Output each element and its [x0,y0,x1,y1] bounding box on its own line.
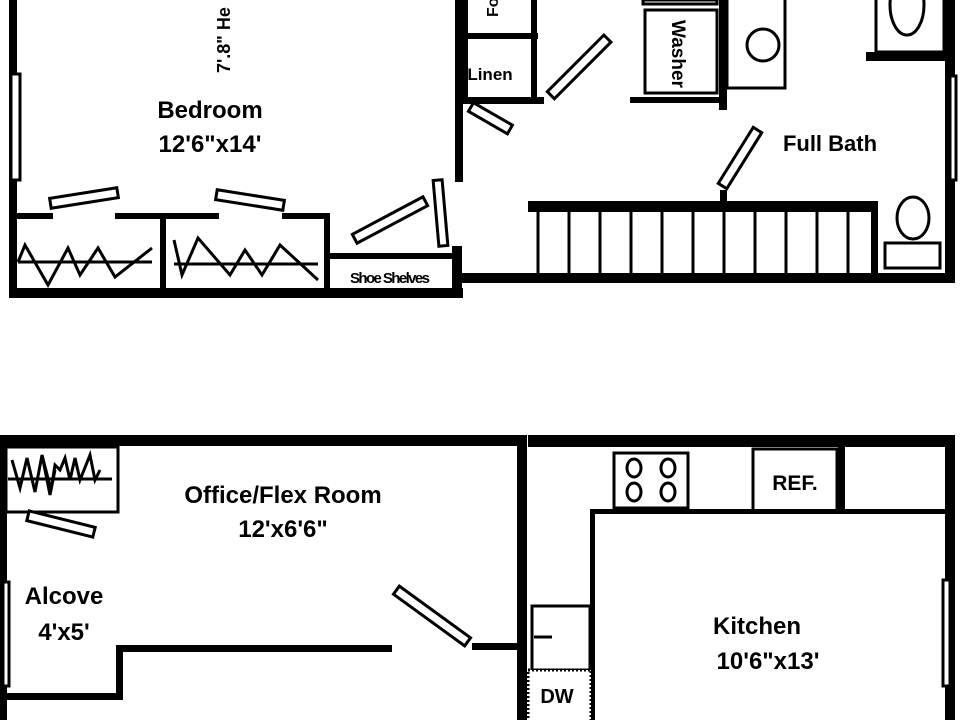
stove [612,451,690,510]
bedroom-size: 12'6"x14' [159,131,262,158]
office-window [1,580,11,688]
hanger-rod-icon [172,235,320,282]
kitchen-size: 10'6"x13' [717,648,820,675]
door [466,100,515,136]
bath-wall [866,52,946,61]
laundry-wall [630,97,725,103]
toilet-tank [883,241,942,270]
alcove-wall [116,645,123,700]
door [431,178,450,248]
closet-wall [282,213,330,219]
stair-rail [528,201,877,212]
office-name: Office/Flex Room [184,482,381,509]
upper-bottom-wall [455,273,955,283]
bath-window [948,74,958,182]
washer [643,8,719,95]
hanger-rod-icon [16,241,153,289]
burner-icon [659,481,677,503]
kitchen-wall [838,447,845,513]
refrigerator-label: REF. [772,472,818,495]
office-size: 12'x6'6" [238,516,328,543]
door [545,32,614,101]
kitchen-window [941,578,952,688]
closet-door [47,186,121,210]
burner-icon [625,481,643,503]
laundry-wall [719,0,727,110]
door [350,194,430,246]
dryer [641,0,719,6]
closet-wall [115,213,219,219]
shoe-shelves-label: Shoe Shelves [350,270,430,287]
hanger-rod-icon [10,454,57,496]
closet-divider [160,218,166,290]
bedroom-window [9,72,22,182]
office-left-wall [0,435,7,720]
divider-wall [517,435,527,720]
closet-wall [462,33,538,39]
lower-floor: Office/Flex Room 12'x6'6" Alcove 4'x5' R… [0,435,955,720]
office-top-wall [0,435,527,446]
alcove-wall [118,645,392,652]
upper-floor: Shoe Shelves Bedroom 12'6"x14' 7'.8" He … [9,0,958,298]
linen-label: Linen [467,65,512,84]
dishwasher [526,668,593,720]
stair-wall [871,201,878,281]
bedroom-name: Bedroom [157,97,262,124]
kitchen-top-wall [528,435,955,447]
washer-label: Washer [667,20,688,89]
closet-wall [15,213,53,219]
alcove-wall [5,693,123,700]
closet-divider [324,213,330,290]
linen-wall [462,97,544,104]
shoe-shelves-wall [330,253,455,259]
burner-icon [659,457,677,479]
closet-door [24,509,98,539]
closet-door [213,188,287,212]
tub-basin [888,0,926,37]
bedroom-bottom-wall [9,288,463,298]
counter-edge [590,509,595,720]
office-door-wall [472,643,518,650]
kitchen-name: Kitchen [713,613,801,640]
folding-label: Fo [485,0,502,17]
alcove-size: 4'x5' [38,619,89,646]
stairs [536,212,850,274]
alcove-name: Alcove [25,583,104,610]
door [716,125,764,191]
sink-icon [745,27,781,63]
toilet-icon [895,195,931,241]
full-bath-label: Full Bath [783,131,877,156]
counter-edge [592,509,945,514]
ceiling-height-label: 7'.8" He [214,7,234,73]
closet-wall [531,0,537,100]
stair-post [720,190,727,204]
bedroom-right-wall [455,0,463,182]
bedroom-right-wall-lower [452,246,462,298]
office-door [391,583,473,649]
closet-wall [462,0,468,100]
refrigerator [751,447,839,514]
burner-icon [625,457,643,479]
dishwasher-label: DW [540,686,573,708]
